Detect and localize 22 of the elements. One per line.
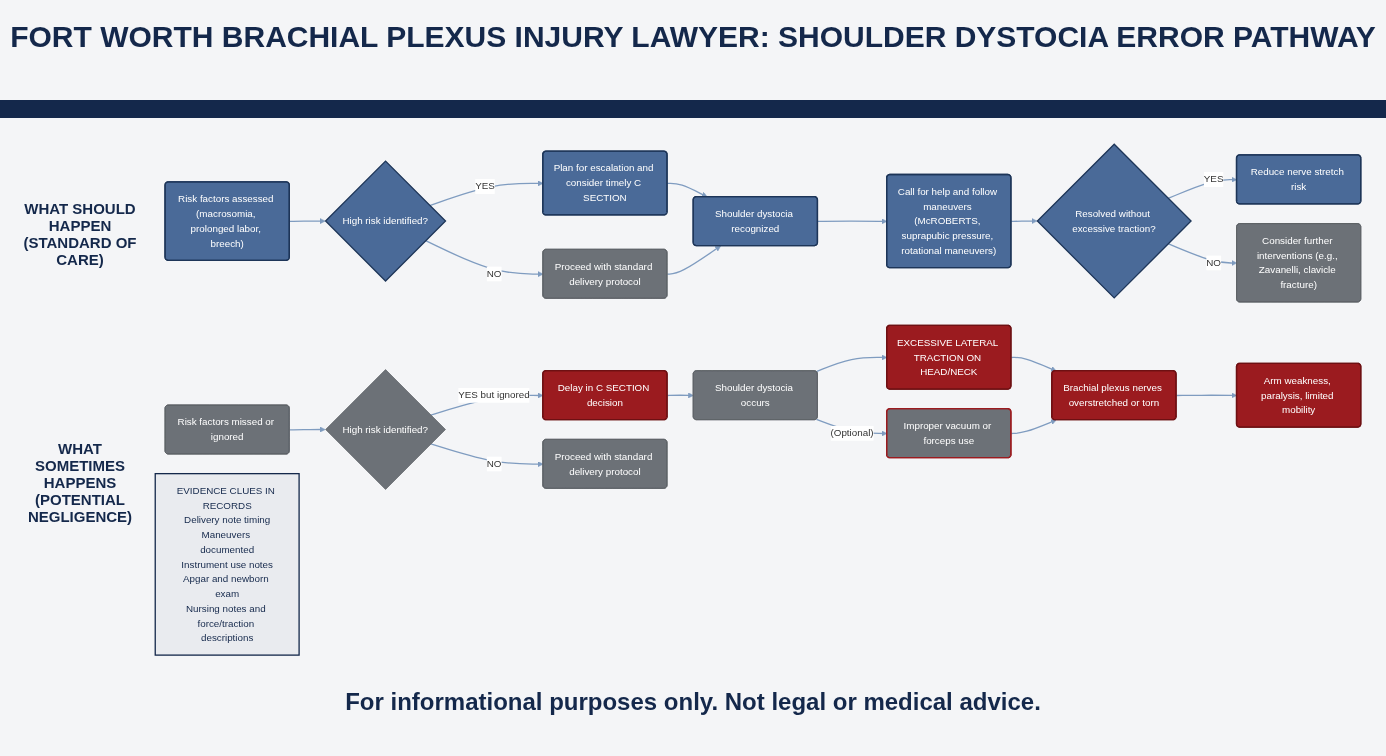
row-heading: WHAT SOMETIMES HAPPENS (POTENTIAL NEGLIGENCE) <box>26 440 134 525</box>
edge-label: YES <box>475 180 495 192</box>
node-diamond: Resolved without excessive traction? <box>1036 143 1192 300</box>
title: FORT WORTH BRACHIAL PLEXUS INJURY LAWYER: SHOULDER DYSTOCIA ERROR PATHWAY <box>9 20 1377 54</box>
arrow <box>430 443 544 468</box>
node-diamond: High risk identified? <box>324 160 447 283</box>
edge-label: NO <box>486 268 502 280</box>
arrow <box>288 426 326 433</box>
caption: For informational purposes only. Not legal or medical advice. <box>344 688 1042 716</box>
arrow <box>1010 419 1057 435</box>
node-diamond: High risk identified? <box>325 369 446 491</box>
node-box: EVIDENCE CLUES IN RECORDS Delivery note timing Maneuvers documented Instrument use notes Apgar and newborn exam Nursing notes and force/traction descriptions <box>154 473 300 657</box>
arrow <box>1010 218 1038 225</box>
row-heading: WHAT SHOULD HAPPEN (STANDARD OF CARE) <box>22 200 138 268</box>
edge-label: NO <box>1206 257 1221 269</box>
arrow <box>666 246 721 276</box>
arrow <box>424 240 544 278</box>
edge-label: (Optional) <box>830 427 874 439</box>
edge-label: NO <box>486 458 502 470</box>
edge-label: YES but ignored <box>458 389 530 401</box>
edge-label: YES <box>1203 173 1224 185</box>
arrow <box>1010 357 1057 372</box>
